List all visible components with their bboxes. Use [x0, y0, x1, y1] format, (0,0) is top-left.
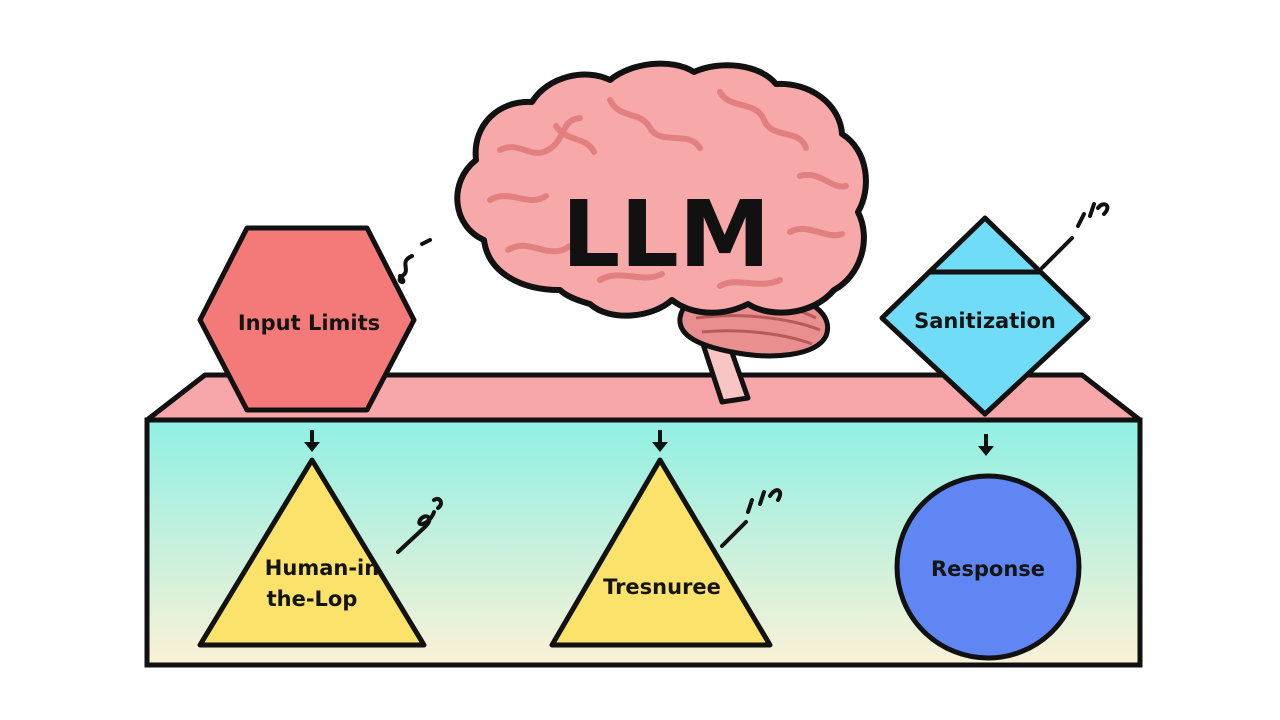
- human-in-the-loop-node[interactable]: Human-in the-Lop: [197, 457, 427, 648]
- diagram-title: LLM: [562, 181, 771, 288]
- sanitization-node[interactable]: Sanitization: [879, 215, 1091, 417]
- arrow-down-icon: [652, 430, 668, 452]
- squiggle-mark: [396, 497, 443, 554]
- pointer-line: [1040, 236, 1074, 270]
- tresnuree-node[interactable]: Tresnuree: [549, 457, 773, 648]
- tick-mark: [420, 238, 432, 246]
- response-node[interactable]: Response: [894, 473, 1082, 661]
- arrow-down-icon: [978, 434, 994, 456]
- sanitization-label: Sanitization: [914, 309, 1056, 333]
- human-in-the-loop-label-line2: the-Lop: [267, 587, 358, 611]
- tresnuree-label: Tresnuree: [603, 575, 721, 599]
- pointer-line: [720, 520, 748, 548]
- brain-icon: LLM: [454, 60, 869, 405]
- tick-mark: [1076, 202, 1110, 228]
- tick-mark: [746, 488, 783, 514]
- input-limits-node[interactable]: Input Limits: [197, 225, 417, 413]
- input-limits-label: Input Limits: [238, 311, 380, 335]
- human-in-the-loop-label-line1: Human-in: [265, 556, 379, 580]
- response-label: Response: [931, 557, 1045, 581]
- arrow-down-icon: [304, 430, 320, 452]
- squiggle-mark: [397, 254, 414, 284]
